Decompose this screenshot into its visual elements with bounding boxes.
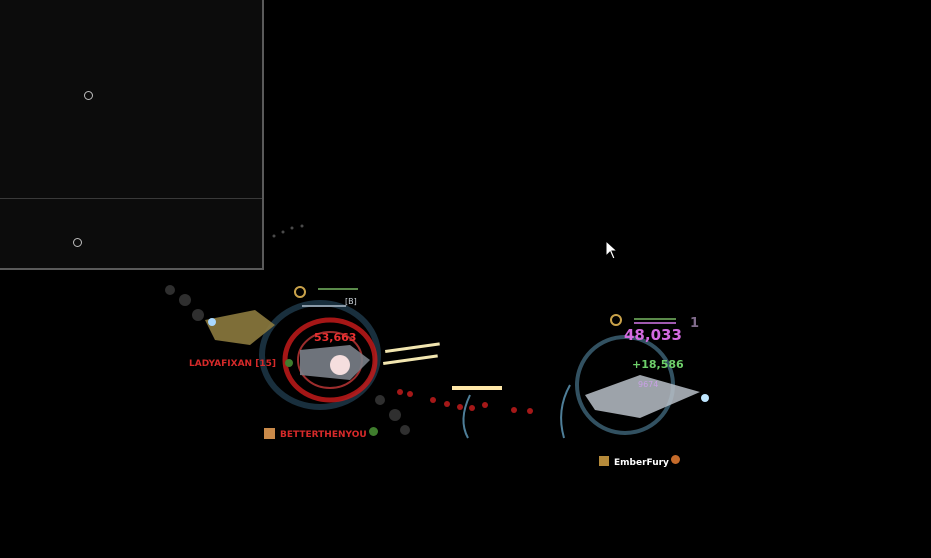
enemy-tag: [B]	[345, 297, 357, 306]
shield-arcs	[462, 384, 571, 439]
escort-ship[interactable]	[205, 310, 275, 345]
rocket-trail	[397, 389, 533, 414]
panel-divider	[0, 198, 262, 199]
clan-icon	[369, 427, 378, 436]
faction-icon	[599, 456, 609, 466]
player-name-ladyafixan[interactable]: LADYAFIXAN [15]	[189, 359, 276, 369]
side-panel	[0, 0, 264, 270]
debris-dots	[272, 224, 304, 238]
clan-icon	[671, 455, 680, 464]
laser-bolts	[383, 342, 502, 390]
player-tag: 1	[690, 316, 700, 331]
enemy-ship[interactable]	[259, 300, 381, 410]
smoke-trail	[165, 285, 410, 435]
player-ship[interactable]	[575, 335, 709, 435]
enemy-hp-bars	[302, 288, 358, 307]
player-damage-text: 48,033	[624, 326, 682, 344]
player-name-emberfury[interactable]: EmberFury	[614, 458, 669, 468]
loading-spinner-icon	[84, 91, 93, 100]
player-small-text: 9674	[638, 380, 659, 389]
player-name-betterthenyou[interactable]: BETTERTHENYOU	[280, 430, 367, 440]
player-heal-text: +18,586	[632, 358, 684, 371]
player-hp-bars	[634, 318, 676, 324]
rank-icon	[294, 286, 622, 326]
cursor-icon	[605, 240, 619, 260]
faction-icon	[264, 428, 275, 439]
enemy-damage-text: 53,663	[314, 331, 357, 344]
clan-icon	[285, 359, 293, 367]
loading-spinner-icon	[73, 238, 82, 247]
